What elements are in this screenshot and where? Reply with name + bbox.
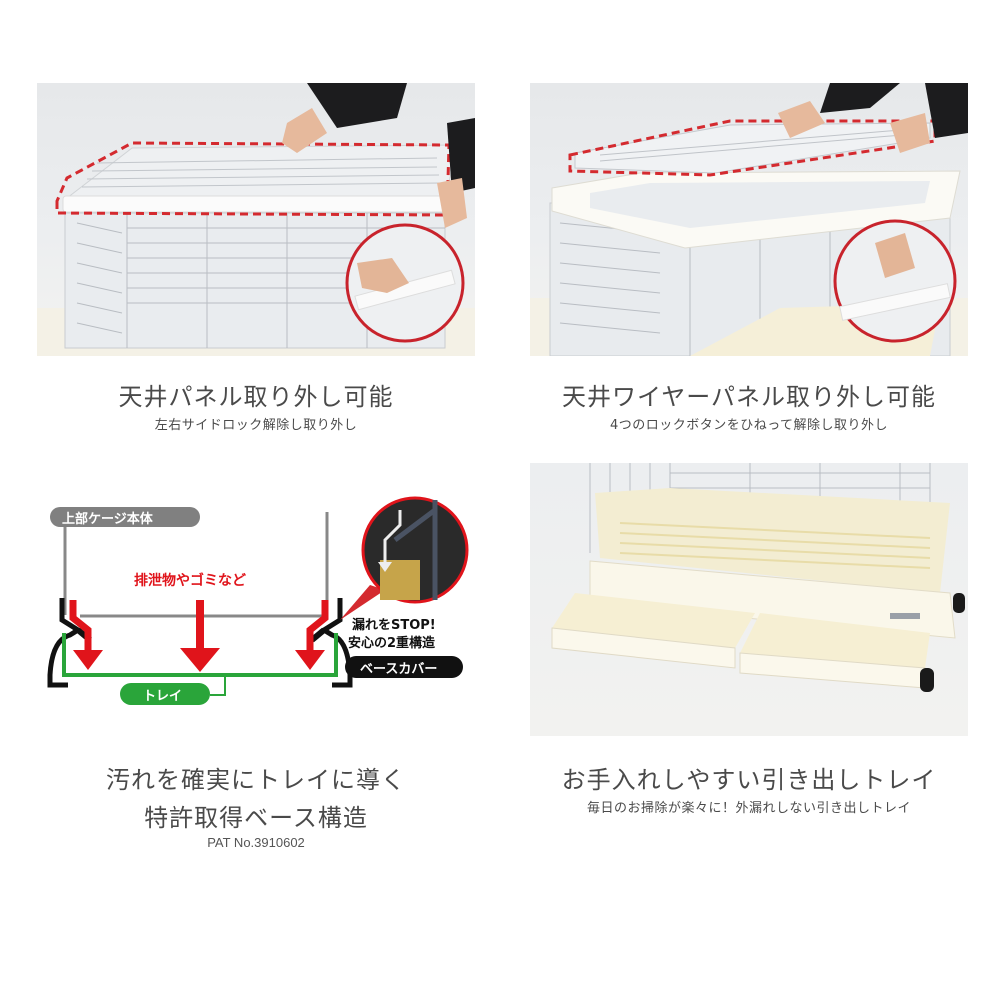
- patent-number: PAT No.3910602: [207, 835, 305, 850]
- panel-title-ceiling-panel: 天井パネル取り外し可能: [118, 383, 394, 411]
- base-structure-diagram: [47, 496, 469, 705]
- cage-illustration: [37, 83, 475, 356]
- label-upper-cage: 上部ケージ本体: [62, 512, 153, 527]
- label-leak-stop: 漏れをSTOP!: [352, 618, 436, 633]
- panel-title-wire-panel: 天井ワイヤーパネル取り外し可能: [561, 383, 937, 411]
- panel-title-pull-out-tray: お手入れしやすい引き出しトレイ: [561, 766, 937, 794]
- photo-ceiling-panel-removal: [37, 83, 475, 356]
- panel-title-base-structure-line2: 特許取得ベース構造: [144, 804, 368, 832]
- brand-plate: [890, 613, 920, 619]
- panel-subtitle-wire-panel: 4つのロックボタンをひねって解除し取り外し: [609, 418, 889, 433]
- panel-title-base-structure-line1: 汚れを確実にトレイに導く: [106, 766, 406, 794]
- photo-wire-panel-removal: [530, 83, 968, 356]
- diagram-base-structure: 上部ケージ本体 排泄物やゴミなど 漏れをSTOP! 安心の2重構造 ベースカバー…: [40, 490, 480, 710]
- cage-illustration: [530, 83, 968, 356]
- label-tray: トレイ: [143, 689, 183, 704]
- panel-subtitle-pull-out-tray: 毎日のお掃除が楽々に！外漏れしない引き出しトレイ: [586, 801, 911, 816]
- label-double-structure: 安心の2重構造: [348, 636, 436, 651]
- tray-illustration: [551, 463, 965, 692]
- label-debris: 排泄物やゴミなど: [134, 573, 246, 589]
- label-base-cover: ベースカバー: [360, 662, 438, 677]
- panel-subtitle-ceiling-panel: 左右サイドロック解除し取り外し: [154, 418, 358, 433]
- photo-pull-out-tray: [530, 463, 968, 736]
